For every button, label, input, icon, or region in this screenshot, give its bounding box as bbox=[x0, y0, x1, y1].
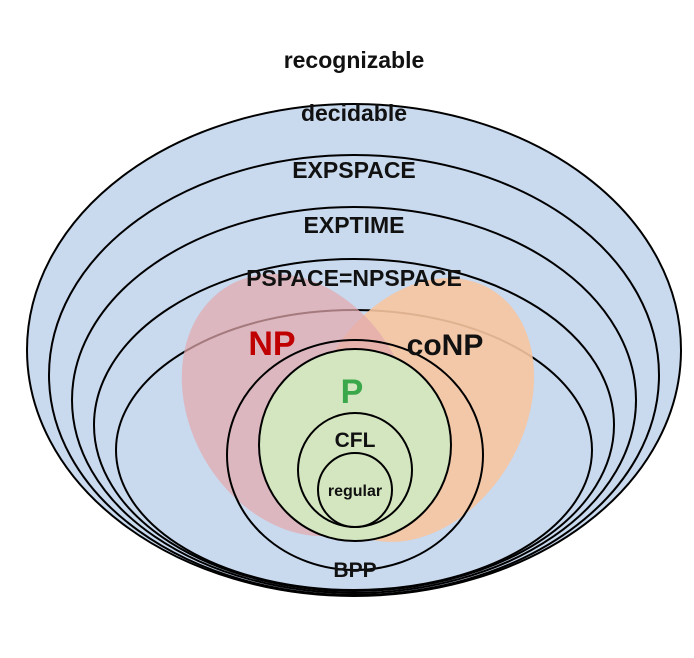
decidable-label: decidable bbox=[301, 100, 407, 126]
conp-label: coNP bbox=[407, 329, 484, 362]
p-label: P bbox=[341, 373, 364, 411]
regular-label: regular bbox=[328, 483, 382, 500]
p-region bbox=[258, 348, 452, 542]
cfl-label: CFL bbox=[335, 429, 376, 452]
expspace-label: EXPSPACE bbox=[292, 157, 416, 183]
exptime-label: EXPTIME bbox=[304, 212, 405, 238]
np-label: NP bbox=[248, 325, 295, 363]
bpp-region bbox=[226, 339, 484, 571]
regular-region bbox=[317, 452, 393, 528]
recognizable-label: recognizable bbox=[284, 47, 425, 73]
pspace-label: PSPACE=NPSPACE bbox=[246, 265, 462, 291]
bpp-label: BPP bbox=[333, 559, 376, 582]
